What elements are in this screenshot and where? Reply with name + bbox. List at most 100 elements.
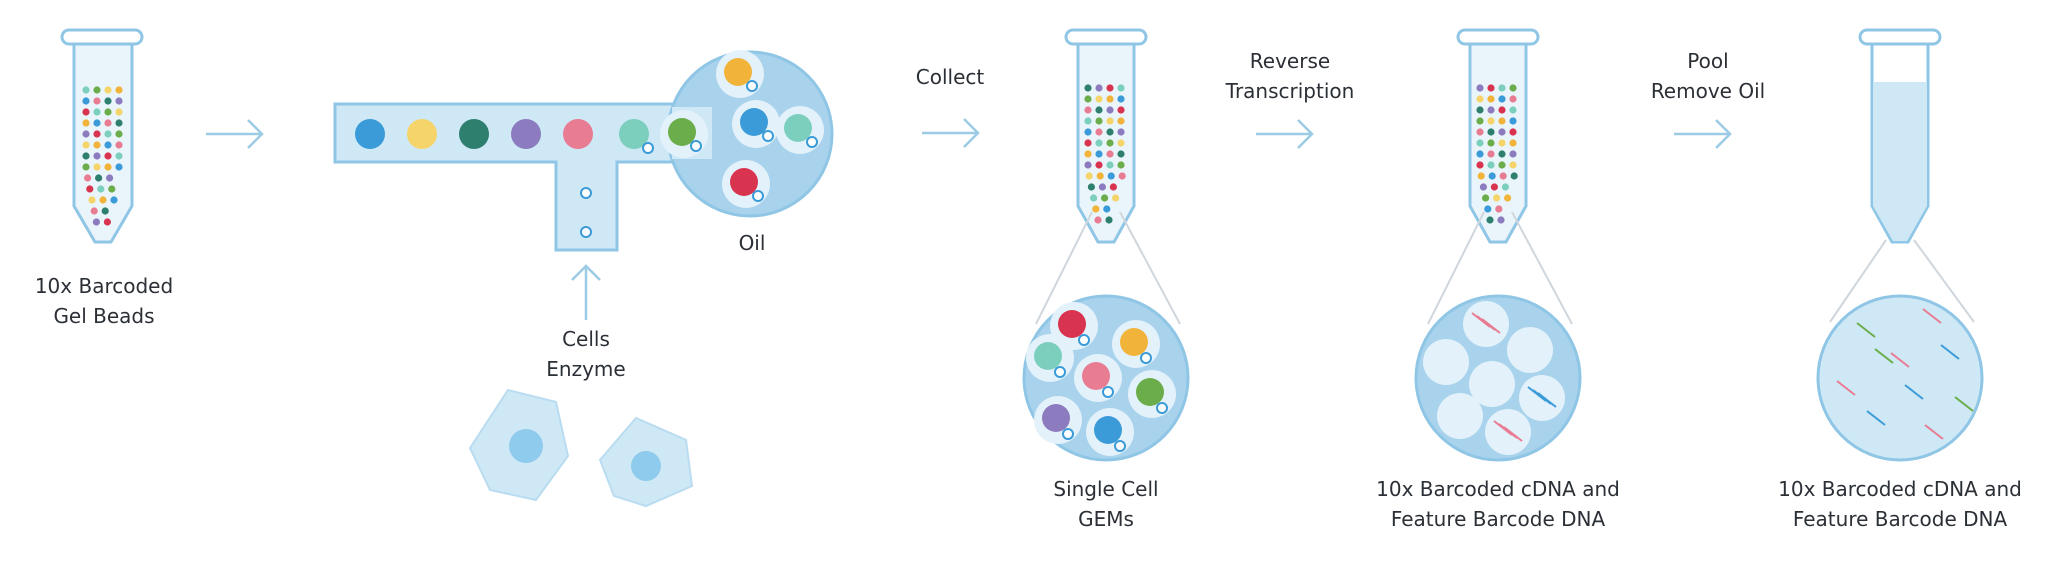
gel-bead — [1117, 139, 1125, 147]
gel-bead — [104, 141, 112, 149]
arrow-right-icon — [206, 119, 264, 149]
gel-bead — [1117, 84, 1125, 92]
gel-bead — [1509, 106, 1517, 114]
gel-bead — [95, 174, 103, 182]
gel-bead — [1509, 150, 1517, 158]
gel-bead — [104, 119, 112, 127]
gel-bead — [1084, 84, 1092, 92]
gel-bead — [93, 141, 101, 149]
dna-strand — [1924, 424, 1944, 440]
gel-bead — [106, 174, 114, 182]
gel-bead — [1095, 106, 1103, 114]
dna-strand — [1954, 396, 1974, 412]
single-cell-label: Single Cell — [1053, 477, 1158, 501]
gel-bead — [1106, 106, 1114, 114]
gel-bead — [115, 86, 123, 94]
gel-bead — [1482, 194, 1490, 202]
gel-bead — [1476, 84, 1484, 92]
gel-bead — [104, 97, 112, 105]
gel-bead — [1476, 128, 1484, 136]
gel-bead — [1498, 150, 1506, 158]
gel-bead — [1136, 378, 1164, 406]
gel-bead — [784, 114, 812, 142]
dna-strand — [1866, 410, 1886, 426]
gel-bead — [1106, 117, 1114, 125]
cdna-tube-icon — [1456, 28, 1540, 244]
remove-oil-label: Remove Oil — [1651, 79, 1765, 103]
pool-label: Pool — [1687, 49, 1728, 73]
gel-bead — [84, 174, 92, 182]
gel-bead — [1487, 139, 1495, 147]
gel-bead — [115, 130, 123, 138]
gel-bead — [1487, 117, 1495, 125]
gel-bead — [93, 130, 101, 138]
gel-bead — [1117, 117, 1125, 125]
gel-bead — [1042, 404, 1070, 432]
cell-icon — [598, 416, 694, 508]
gem-tube-icon — [1064, 28, 1148, 244]
gel-bead — [82, 141, 90, 149]
gel-bead — [668, 118, 696, 146]
gel-bead — [115, 163, 123, 171]
gel-bead — [1098, 183, 1106, 191]
dna-strand — [1874, 348, 1894, 364]
dna-strand — [1503, 426, 1523, 442]
gel-bead — [1117, 106, 1125, 114]
gel-bead — [1487, 84, 1495, 92]
gel-bead — [1096, 172, 1104, 180]
gel-bead — [93, 152, 101, 160]
gel-bead — [82, 152, 90, 160]
gel-bead — [1107, 172, 1115, 180]
gel-bead — [1498, 161, 1506, 169]
dna-strand — [1836, 380, 1856, 396]
arrow-right-icon — [1256, 119, 1314, 149]
gel-bead — [511, 119, 541, 149]
gel-bead — [1095, 84, 1103, 92]
gel-bead — [82, 86, 90, 94]
microfluidic-channel — [333, 50, 834, 252]
gel-bead — [1497, 216, 1505, 224]
gel-bead — [1498, 84, 1506, 92]
enzyme-label: Enzyme — [546, 357, 625, 381]
gel-bead — [93, 108, 101, 116]
gel-bead — [1476, 106, 1484, 114]
gel-bead — [115, 108, 123, 116]
gel-bead — [407, 119, 437, 149]
gel-bead — [1092, 205, 1100, 213]
gel-bead — [1498, 139, 1506, 147]
gel-bead — [103, 218, 111, 226]
dna-strand — [1904, 384, 1924, 400]
dna-strand — [1856, 322, 1876, 338]
cdna-label-1-line1: 10x Barcoded cDNA and — [1376, 477, 1620, 501]
gel-bead — [1498, 95, 1506, 103]
gel-bead — [104, 130, 112, 138]
gel-beads-label-line2: Gel Beads — [53, 304, 154, 328]
gel-bead — [97, 185, 105, 193]
gel-bead — [104, 108, 112, 116]
gel-bead — [93, 97, 101, 105]
gel-bead — [1101, 194, 1109, 202]
cdna-magnifier — [1414, 294, 1582, 462]
gel-bead — [1084, 139, 1092, 147]
gel-bead — [1498, 117, 1506, 125]
gel-bead — [619, 119, 649, 149]
gel-bead — [1090, 194, 1098, 202]
gel-bead — [1490, 183, 1498, 191]
gel-bead — [1105, 216, 1113, 224]
gel-bead — [86, 185, 94, 193]
gel-bead — [1476, 150, 1484, 158]
gel-bead — [1487, 161, 1495, 169]
reverse-label: Reverse — [1250, 49, 1330, 73]
gel-bead-tube-icon — [60, 28, 144, 244]
gel-bead — [1117, 95, 1125, 103]
dna-strand — [1940, 344, 1960, 360]
gel-bead — [1498, 128, 1506, 136]
gel-bead — [1510, 172, 1518, 180]
gel-bead — [93, 163, 101, 171]
gel-bead — [1106, 161, 1114, 169]
gel-bead — [115, 97, 123, 105]
gel-bead — [1058, 310, 1086, 338]
gel-bead — [1109, 183, 1117, 191]
gel-bead — [99, 196, 107, 204]
